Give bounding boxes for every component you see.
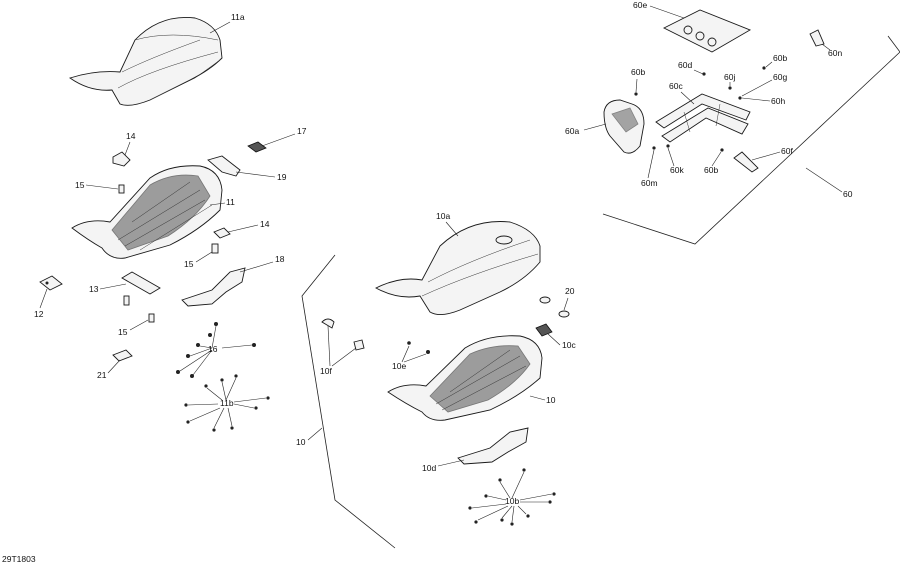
heat-shield-18[interactable] xyxy=(181,267,246,307)
spacer-15-c[interactable] xyxy=(123,295,155,323)
fasteners-10e[interactable] xyxy=(407,341,430,354)
latch-17[interactable] xyxy=(247,141,267,153)
callout-60f: 60f xyxy=(781,146,793,156)
callout-21: 21 xyxy=(97,370,107,380)
drawing-code: 29T1803 xyxy=(2,554,36,564)
callout-11a: 11a xyxy=(231,12,245,22)
callout-10e: 10e xyxy=(392,361,406,371)
callout-60b-bottom: 60b xyxy=(704,165,718,175)
fasteners-60[interactable] xyxy=(634,66,766,152)
callout-14-lower: 14 xyxy=(260,219,270,229)
strap-10f[interactable] xyxy=(321,318,365,351)
callout-10-group: 10 xyxy=(296,437,306,447)
callout-13: 13 xyxy=(89,284,99,294)
callout-10f: 10f xyxy=(320,366,332,376)
seat-base-11[interactable] xyxy=(71,165,223,259)
assembly-10-boundary xyxy=(301,254,396,549)
assembly-60-boundary xyxy=(602,35,900,245)
label-21[interactable] xyxy=(112,349,133,362)
screws-10b[interactable] xyxy=(468,468,556,526)
callout-60b-right: 60b xyxy=(773,53,787,63)
callout-60c: 60c xyxy=(669,81,683,91)
seat-cover-11a[interactable] xyxy=(68,17,223,106)
bracket-60f[interactable] xyxy=(733,151,759,173)
callout-60g: 60g xyxy=(773,72,787,82)
callout-10d: 10d xyxy=(422,463,436,473)
clip-14-lower[interactable] xyxy=(213,227,231,239)
bumpers-20[interactable] xyxy=(539,296,570,318)
callout-19: 19 xyxy=(277,172,287,182)
callout-60h: 60h xyxy=(771,96,785,106)
callout-60: 60 xyxy=(843,189,853,199)
label-60n[interactable] xyxy=(809,29,825,47)
callout-11: 11 xyxy=(226,197,235,207)
bracket-12[interactable] xyxy=(39,275,63,291)
heat-shield-10d[interactable] xyxy=(457,427,529,465)
callout-60b-top: 60b xyxy=(631,67,645,77)
callout-10a: 10a xyxy=(436,211,450,221)
callout-15-c: 15 xyxy=(118,327,128,337)
callout-60m: 60m xyxy=(641,178,658,188)
strip-19[interactable] xyxy=(207,155,241,177)
callout-14-top: 14 xyxy=(126,131,136,141)
latch-10c[interactable] xyxy=(535,323,553,337)
callout-60k: 60k xyxy=(670,165,684,175)
callout-15-a: 15 xyxy=(75,180,85,190)
seat-cover-10a[interactable] xyxy=(375,221,541,315)
spacer-15-a[interactable] xyxy=(118,184,125,194)
mount-plate-60e[interactable] xyxy=(662,9,752,53)
callout-60a: 60a xyxy=(565,126,579,136)
backrest-60a[interactable] xyxy=(603,99,645,154)
seat-base-10[interactable] xyxy=(387,335,543,421)
callout-10: 10 xyxy=(546,395,556,405)
callout-18: 18 xyxy=(275,254,285,264)
callout-16: 16 xyxy=(208,344,218,354)
callout-10c: 10c xyxy=(562,340,576,350)
fasteners-16[interactable] xyxy=(176,322,256,378)
callout-10b: 10b xyxy=(505,496,519,506)
callout-15-b: 15 xyxy=(184,259,194,269)
callout-12: 12 xyxy=(34,309,44,319)
frame-60c[interactable] xyxy=(655,93,751,143)
callout-20: 20 xyxy=(565,286,575,296)
plate-13[interactable] xyxy=(121,271,161,295)
callout-60n: 60n xyxy=(828,48,842,58)
screws-11b[interactable] xyxy=(184,374,270,432)
callout-17: 17 xyxy=(297,126,307,136)
bracket-14-top[interactable] xyxy=(112,151,131,167)
callout-60j: 60j xyxy=(724,72,735,82)
spacer-15-b[interactable] xyxy=(211,243,219,254)
callout-60e: 60e xyxy=(633,0,647,10)
callout-60d: 60d xyxy=(678,60,692,70)
callout-11b: 11b xyxy=(220,398,234,408)
